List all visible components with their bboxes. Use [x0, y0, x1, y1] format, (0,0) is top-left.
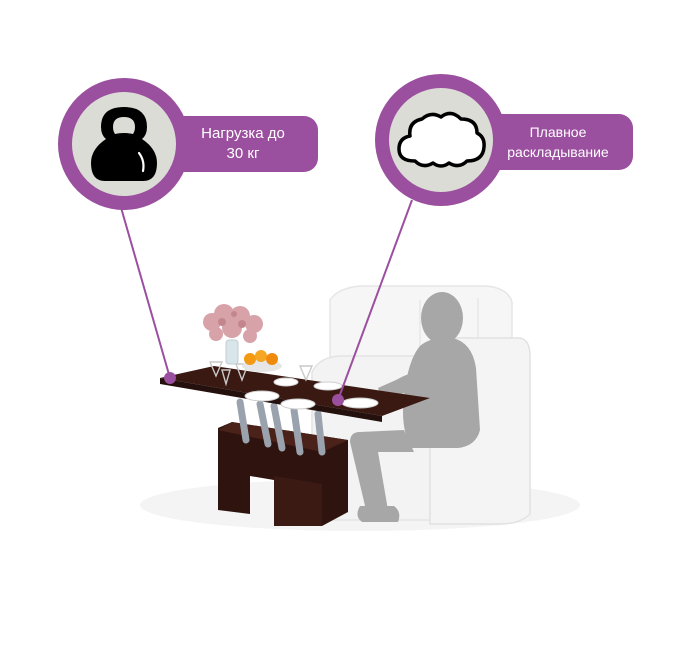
person-silhouette — [350, 292, 480, 522]
callout-dot-load — [164, 372, 176, 384]
feature-label: Плавное раскладывание — [483, 114, 633, 170]
feature-label-line1: Плавное — [529, 124, 587, 140]
flower-vase — [203, 304, 263, 365]
fruit-bowl — [242, 350, 282, 372]
feature-label: Нагрузка до 30 кг — [168, 116, 318, 172]
glasses — [208, 361, 314, 387]
feature-load-capacity: Нагрузка до 30 кг — [58, 78, 320, 210]
kettlebell-icon — [91, 107, 157, 181]
feature-icon-disc — [72, 92, 176, 196]
feature-icon-disc — [389, 88, 493, 192]
feature-smooth-unfolding: Плавное раскладывание — [375, 74, 637, 206]
plates — [244, 377, 379, 410]
feature-label-line2: 30 кг — [226, 145, 260, 162]
callout-lines — [119, 199, 413, 401]
lift-mechanism — [236, 398, 326, 456]
cloud-icon — [397, 111, 486, 168]
feature-label-line2: раскладывание — [507, 144, 609, 160]
callout-dot-smooth — [332, 394, 344, 406]
feature-label-line1: Нагрузка до — [201, 125, 285, 142]
